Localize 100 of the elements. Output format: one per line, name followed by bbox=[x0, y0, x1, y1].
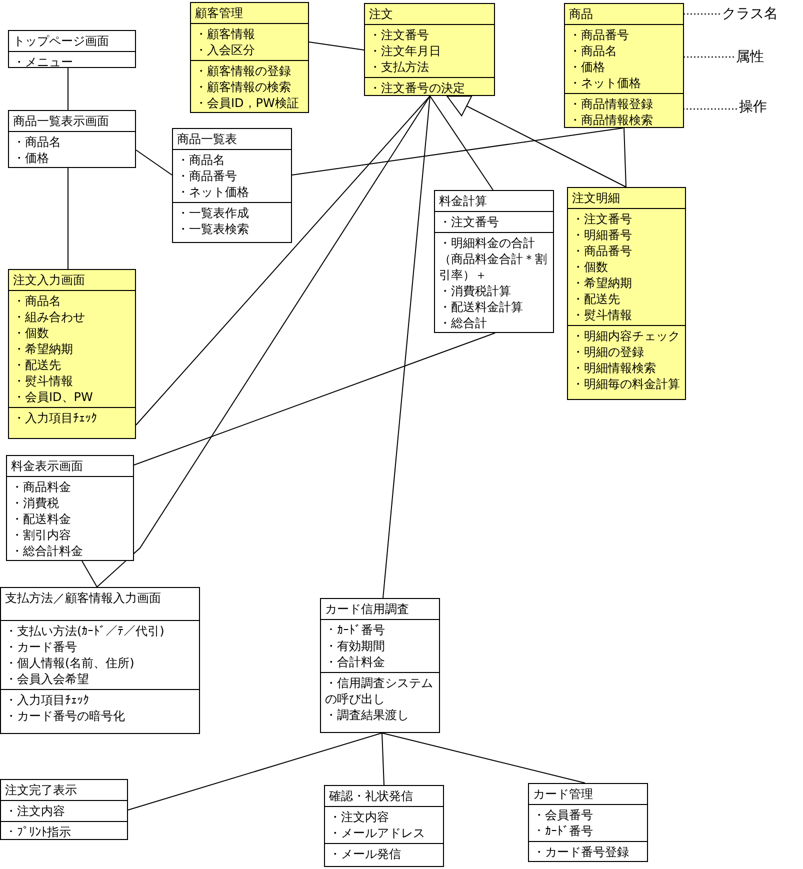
attribute-text: ・顧客情報 bbox=[195, 26, 256, 42]
attribute-text: ・配送先 bbox=[572, 291, 621, 307]
operation-text: ・入力項目ﾁｪｯｸ bbox=[13, 410, 98, 426]
attribute-text: ・入会区分 bbox=[195, 42, 256, 58]
operation-text: ・明細毎の料金計算 bbox=[572, 376, 681, 392]
class-name: 商品 bbox=[565, 4, 683, 25]
attribute-text: ・希望納期 bbox=[572, 275, 633, 291]
attribute-text: ・配送料金 bbox=[11, 511, 72, 527]
operation-text: ・調査結果渡し bbox=[325, 707, 410, 723]
class-name: 注文入力画面 bbox=[9, 270, 135, 291]
attribute-text: ・注文番号 bbox=[439, 214, 500, 230]
attribute-text: ・支払方法 bbox=[369, 59, 430, 75]
attribute-text: ・メールアドレス bbox=[329, 825, 426, 841]
class-box bbox=[567, 187, 686, 400]
class-name: 注文明細 bbox=[568, 188, 685, 209]
attribute-text: ・組み合わせ bbox=[13, 309, 86, 325]
class-box bbox=[8, 30, 136, 68]
attribute-text: ・合計料金 bbox=[325, 654, 386, 670]
association-line bbox=[136, 150, 172, 176]
association-line bbox=[292, 128, 624, 176]
attribute-text: ・商品番号 bbox=[177, 168, 238, 184]
association-line bbox=[128, 732, 382, 810]
annotation-text: 操作 bbox=[739, 98, 767, 116]
operation-text: ・総合計 bbox=[439, 315, 488, 331]
attribute-text: ・ｶｰﾄﾞ番号 bbox=[325, 622, 386, 638]
attribute-text: ・メニュー bbox=[13, 54, 74, 70]
annotation-text: 属性 bbox=[736, 48, 764, 66]
operation-text: ・一覧表検索 bbox=[177, 221, 250, 237]
class-name: 料金計算 bbox=[435, 191, 553, 212]
attribute-text: ・会員ID、PW bbox=[13, 389, 94, 405]
attribute-text: ・会員入会希望 bbox=[5, 671, 90, 687]
attribute-text: ・注文年月日 bbox=[369, 43, 442, 59]
attribute-text: ・商品番号 bbox=[569, 27, 630, 43]
class-name: 商品一覧表 bbox=[173, 129, 291, 150]
class-name: カード管理 bbox=[529, 784, 647, 805]
class-name: 顧客管理 bbox=[191, 3, 308, 24]
class-name: 注文 bbox=[365, 4, 494, 25]
operation-text: ・ﾌﾟﾘﾝﾄ指示 bbox=[5, 824, 72, 840]
leader-line bbox=[684, 56, 734, 58]
attribute-text: ・消費税 bbox=[11, 495, 60, 511]
association-line bbox=[430, 96, 494, 190]
class-box bbox=[434, 190, 554, 333]
association-line bbox=[382, 732, 384, 786]
attribute-text: ・明細番号 bbox=[572, 227, 633, 243]
attribute-text: ・注文内容 bbox=[329, 809, 390, 825]
attribute-text: ・熨斗情報 bbox=[572, 307, 633, 323]
class-name: 注文完了表示 bbox=[1, 780, 127, 801]
association-line bbox=[82, 560, 98, 588]
attribute-text: ・希望納期 bbox=[13, 341, 74, 357]
attribute-text: ・個数 bbox=[13, 325, 50, 341]
class-box bbox=[190, 2, 309, 113]
attribute-text: ・注文内容 bbox=[5, 803, 66, 819]
attribute-text: ・価格 bbox=[569, 59, 606, 75]
class-box bbox=[564, 3, 684, 128]
operation-text: ・明細の登録 bbox=[572, 344, 645, 360]
class-name: 支払方法／顧客情報入力画面 bbox=[1, 588, 199, 621]
operation-text: ・配送料金計算 bbox=[439, 299, 524, 315]
operation-text: ・信用調査システムの呼び出し bbox=[325, 675, 434, 707]
operation-text: ・カード番号の暗号化 bbox=[5, 708, 126, 724]
attribute-text: ・商品名 bbox=[569, 43, 618, 59]
operation-text: ・会員ID，PW検証 bbox=[195, 95, 300, 111]
generalization-arrow bbox=[446, 96, 626, 188]
class-box bbox=[0, 779, 128, 840]
operation-text: ・商品情報登録 bbox=[569, 96, 654, 112]
operation-text: ・一覧表作成 bbox=[177, 205, 250, 221]
operation-text: ・顧客情報の登録 bbox=[195, 63, 292, 79]
attribute-text: ・熨斗情報 bbox=[13, 373, 74, 389]
class-name: 確認・礼状発信 bbox=[325, 786, 443, 807]
operation-text: ・明細情報検索 bbox=[572, 360, 657, 376]
class-box bbox=[8, 110, 136, 168]
association-line bbox=[382, 732, 586, 784]
class-name: トップページ画面 bbox=[9, 31, 135, 52]
class-box bbox=[172, 128, 292, 243]
attribute-text: ・注文番号 bbox=[369, 27, 430, 43]
operation-text: ・消費税計算 bbox=[439, 283, 512, 299]
attribute-text: ・価格 bbox=[13, 150, 50, 166]
attribute-text: ・商品名 bbox=[13, 293, 62, 309]
operation-text: ・顧客情報の検索 bbox=[195, 79, 292, 95]
association-line bbox=[308, 42, 364, 50]
association-line bbox=[382, 96, 430, 598]
attribute-text: ・割引内容 bbox=[11, 527, 72, 543]
class-box bbox=[0, 587, 200, 734]
operation-text: ・明細内容チェック bbox=[572, 328, 681, 344]
association-line bbox=[136, 96, 430, 426]
association-line bbox=[96, 96, 430, 588]
attribute-text: ・ｶｰﾄﾞ番号 bbox=[533, 823, 594, 839]
class-box bbox=[6, 455, 134, 561]
leader-line bbox=[684, 108, 738, 110]
attribute-text: ・ネット価格 bbox=[177, 184, 250, 200]
association-line bbox=[134, 332, 496, 466]
class-box bbox=[528, 783, 648, 862]
class-name: 商品一覧表示画面 bbox=[9, 111, 135, 132]
operation-text: ・入力項目ﾁｪｯｸ bbox=[5, 692, 90, 708]
class-name: カード信用調査 bbox=[321, 599, 439, 620]
attribute-text: ・カード番号 bbox=[5, 639, 78, 655]
attribute-text: ・会員番号 bbox=[533, 807, 594, 823]
class-box bbox=[364, 3, 495, 96]
attribute-text: ・配送先 bbox=[13, 357, 62, 373]
attribute-text: ・商品名 bbox=[177, 152, 226, 168]
operation-text: ・カード番号登録 bbox=[533, 844, 630, 860]
